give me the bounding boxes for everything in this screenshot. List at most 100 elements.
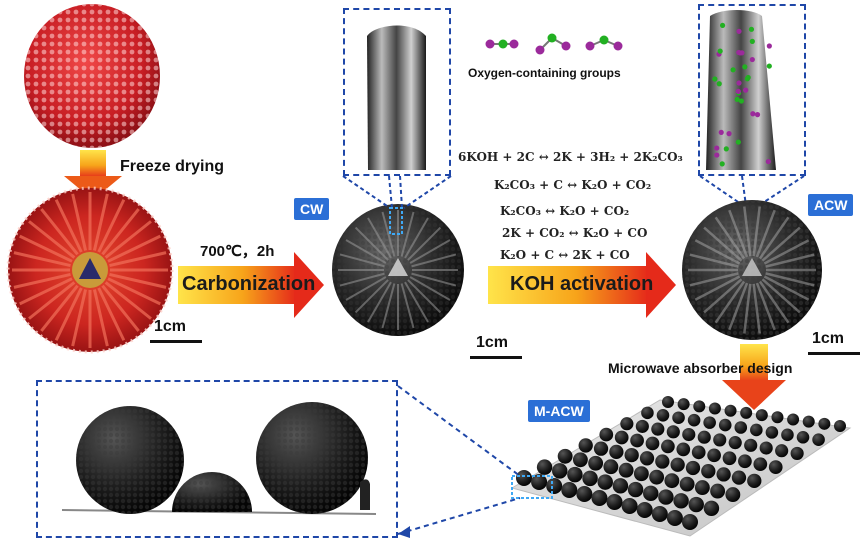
koh-activation-arrow bbox=[488, 252, 676, 318]
macw-unit-ball bbox=[588, 455, 604, 471]
macw-unit-ball bbox=[694, 480, 710, 496]
macw-unit-ball bbox=[670, 457, 685, 472]
macw-unit-ball bbox=[738, 454, 752, 469]
macw-unit-ball bbox=[591, 490, 608, 506]
scale-bar-3-label: 1cm bbox=[812, 330, 845, 347]
macw-unit-ball bbox=[636, 502, 653, 518]
macw-unit-ball bbox=[641, 406, 654, 420]
macw-unit-ball bbox=[790, 446, 804, 460]
macw-unit-ball bbox=[624, 447, 639, 463]
scale-bar-1-line bbox=[150, 340, 202, 343]
sphere-side-view-image bbox=[61, 402, 377, 515]
macw-unit-ball bbox=[561, 482, 578, 498]
macw-unit-ball bbox=[531, 474, 548, 490]
macw-unit-ball bbox=[765, 426, 779, 439]
macw-unit-ball bbox=[812, 433, 825, 447]
macw-unit-ball bbox=[597, 474, 613, 490]
zoom-connector-lines bbox=[397, 385, 521, 538]
scale-bar-3-line bbox=[808, 352, 860, 355]
macw-unit-ball bbox=[672, 411, 685, 425]
macw-unit-ball bbox=[718, 418, 732, 432]
macw-unit-ball bbox=[759, 441, 773, 455]
side-view-zoom-box bbox=[36, 380, 398, 538]
macw-unit-ball bbox=[768, 460, 783, 474]
macw-unit-ball bbox=[834, 420, 846, 432]
macw-unit-ball bbox=[620, 417, 634, 431]
macw-unit-ball bbox=[787, 413, 800, 426]
acw-zoom-box bbox=[698, 4, 806, 176]
macw-unit-ball bbox=[716, 467, 731, 482]
macw-unit-ball bbox=[633, 466, 649, 482]
cw-badge: CW bbox=[294, 198, 330, 220]
macw-unit-ball bbox=[599, 427, 614, 442]
macw-unit-ball bbox=[651, 422, 665, 436]
macw-unit-ball bbox=[666, 510, 683, 526]
microwave-label: Microwave absorber design bbox=[608, 360, 793, 376]
macw-unit-ball bbox=[687, 413, 701, 427]
equation-2: K₂CO₃ + C ↔ K₂O + CO₂ bbox=[494, 178, 652, 192]
macw-unit-ball bbox=[639, 451, 655, 466]
macw-unit-ball bbox=[661, 439, 675, 454]
macw-unit-ball bbox=[612, 478, 629, 494]
macw-unit-ball bbox=[679, 476, 695, 492]
macw-unit-ball bbox=[744, 438, 758, 452]
macw-unit-ball bbox=[576, 486, 593, 502]
macw-unit-ball bbox=[614, 430, 629, 445]
macw-unit-ball bbox=[734, 421, 748, 434]
macw-unit-ball bbox=[725, 487, 741, 503]
macw-unit-ball bbox=[701, 464, 716, 479]
scale-bar-2-line bbox=[470, 356, 522, 359]
macw-unit-ball bbox=[755, 409, 768, 422]
macw-unit-ball bbox=[703, 500, 720, 516]
oxygen-groups-label: Oxygen-containing groups bbox=[468, 66, 621, 80]
macw-unit-ball bbox=[703, 416, 716, 429]
macw-unit-ball bbox=[645, 436, 660, 451]
macw-unit-ball bbox=[557, 448, 573, 464]
macw-unit-ball bbox=[621, 498, 638, 514]
macw-unit-ball bbox=[578, 438, 593, 453]
macw-unit-ball bbox=[656, 409, 670, 422]
macw-unit-ball bbox=[682, 514, 698, 530]
macw-unit-ball bbox=[606, 494, 623, 510]
macw-unit-ball bbox=[775, 444, 789, 458]
cw-fiber-zoom bbox=[342, 25, 452, 235]
macw-unit-ball bbox=[552, 463, 568, 479]
macw-unit-ball bbox=[630, 433, 644, 448]
macw-unit-ball bbox=[802, 415, 815, 428]
equation-5: K₂O + C ↔ 2K + CO bbox=[500, 248, 630, 262]
berry-cross-section-image bbox=[6, 186, 174, 354]
macw-unit-ball bbox=[677, 398, 690, 411]
acw-badge: ACW bbox=[808, 194, 854, 216]
macw-badge: M-ACW bbox=[528, 400, 590, 422]
macw-unit-ball bbox=[662, 396, 674, 408]
macw-unit-ball bbox=[649, 469, 665, 485]
conditions-label: 700℃，2h bbox=[200, 243, 275, 260]
macw-unit-ball bbox=[567, 466, 583, 483]
macw-unit-ball bbox=[593, 441, 609, 456]
scale-bar-2-label: 1cm bbox=[476, 334, 509, 351]
macw-unit-ball bbox=[673, 493, 689, 509]
macw-unit-ball bbox=[609, 444, 624, 460]
macw-unit-ball bbox=[655, 454, 670, 469]
macw-unit-ball bbox=[818, 417, 831, 430]
macw-unit-ball bbox=[691, 445, 706, 460]
macw-unit-ball bbox=[651, 506, 668, 522]
macw-unit-ball bbox=[658, 489, 674, 505]
macw-unit-ball bbox=[771, 411, 784, 424]
macw-unit-ball bbox=[722, 451, 737, 466]
cw-sphere-image bbox=[332, 204, 464, 336]
macw-unit-ball bbox=[708, 402, 721, 415]
macw-unit-ball bbox=[603, 459, 619, 475]
macw-unit-ball bbox=[546, 478, 563, 494]
macw-unit-ball bbox=[740, 406, 753, 419]
cw-zoom-box bbox=[343, 8, 451, 176]
raw-berry-image bbox=[24, 4, 160, 148]
macw-unit-ball bbox=[572, 452, 588, 468]
macw-unit-ball bbox=[724, 404, 737, 417]
macw-unit-ball bbox=[697, 430, 711, 444]
carbonization-arrow bbox=[178, 252, 324, 318]
macw-unit-ball bbox=[582, 470, 598, 487]
macw-unit-ball bbox=[707, 448, 721, 463]
